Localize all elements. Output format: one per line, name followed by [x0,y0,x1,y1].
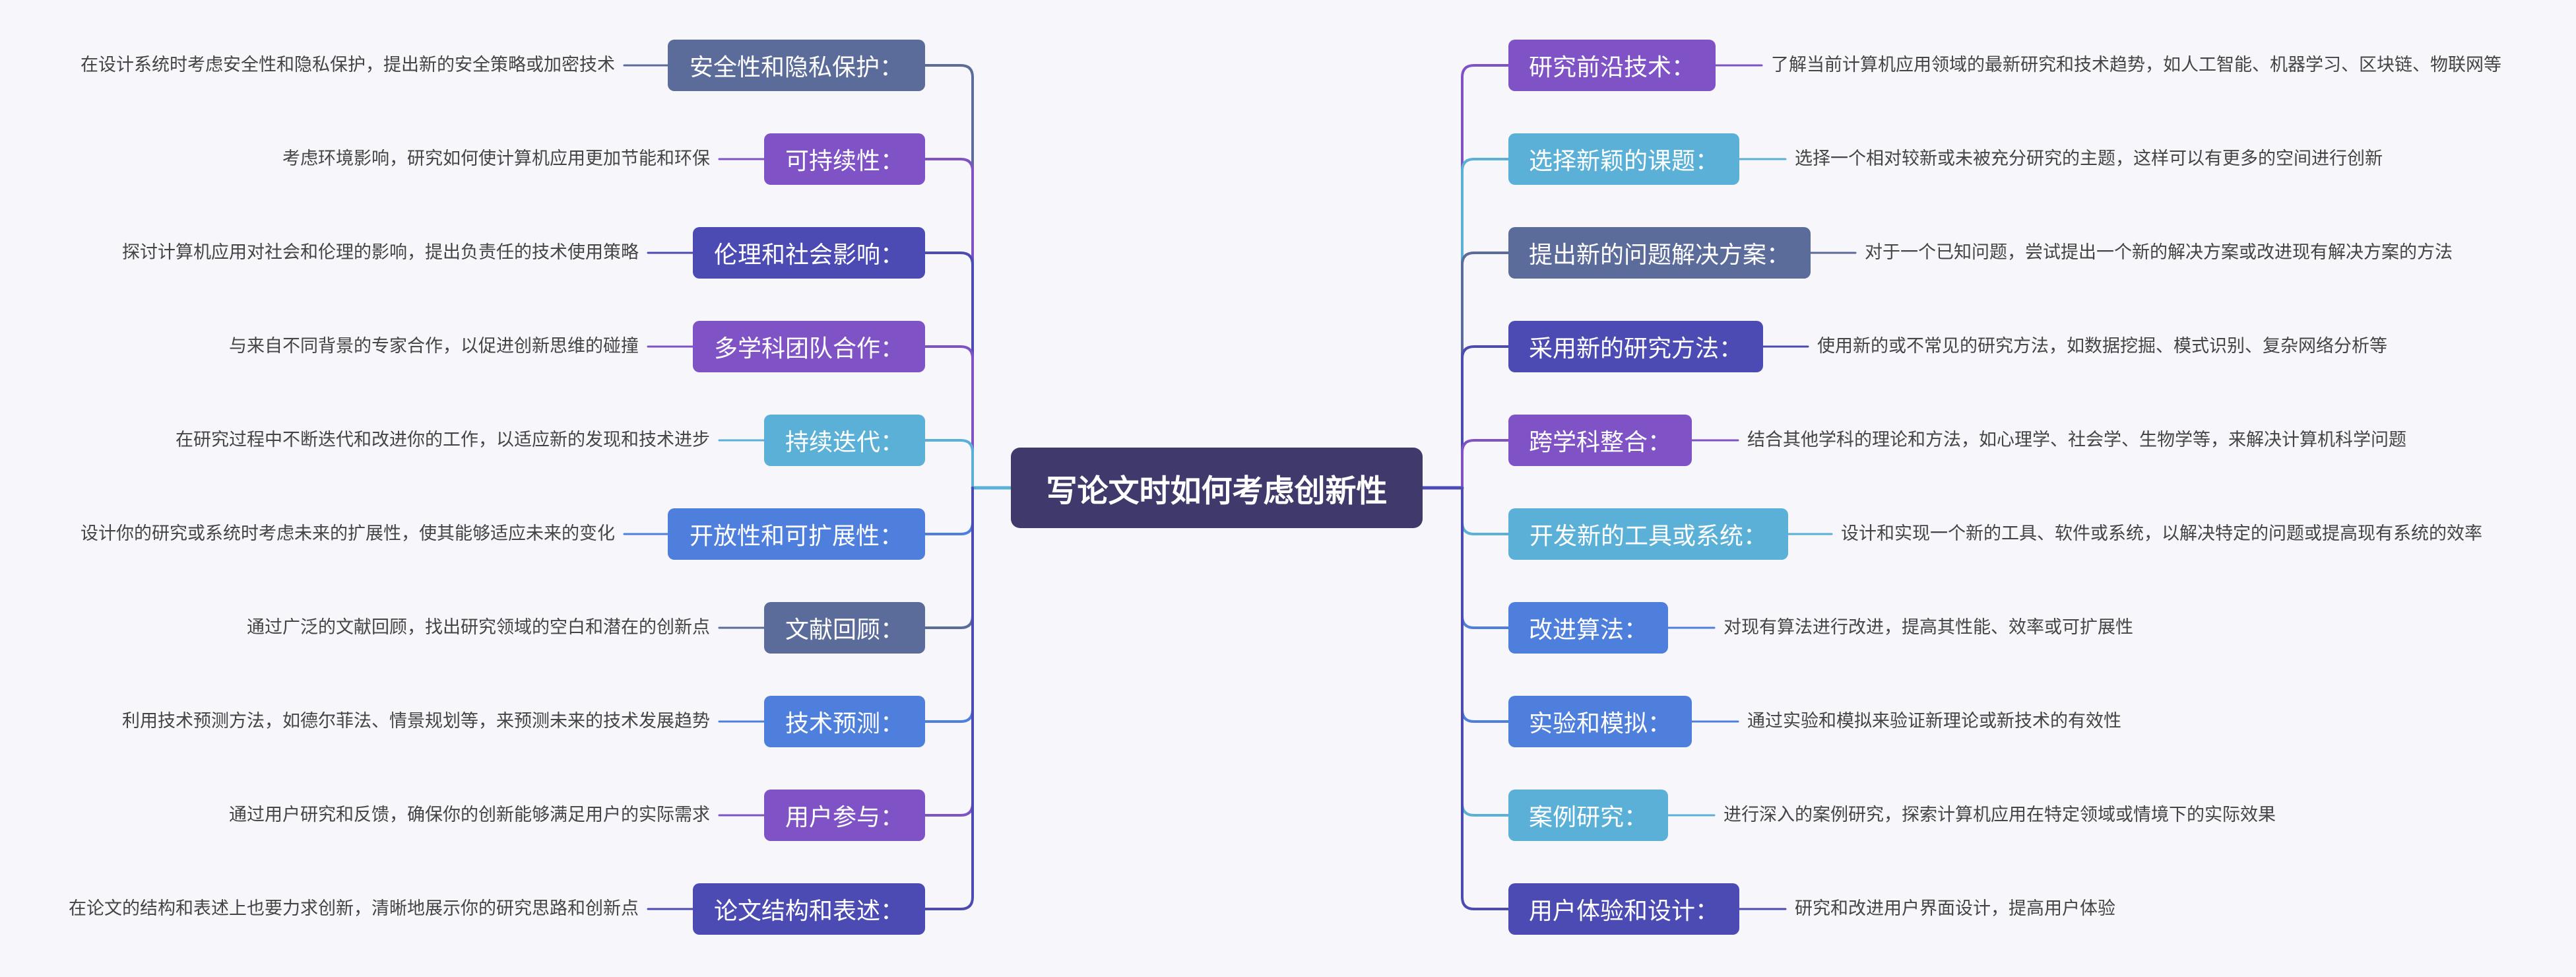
left-branch-desc-2: 考虑环境影响，研究如何使计算机应用更加节能和环保 [282,149,710,169]
left-branch-desc-3: 探讨计算机应用对社会和伦理的影响，提出负责任的技术使用策略 [122,242,639,263]
right-branch-node-8[interactable]: 实验和模拟： [1508,696,1692,747]
right-branch-node-6[interactable]: 开发新的工具或系统： [1508,508,1788,560]
left-branch-line-8 [924,487,974,723]
right-branch-line-1 [1461,64,1510,489]
left-branch-node-1[interactable]: 安全性和隐私保护： [668,40,925,91]
right-branch-line-3 [1461,252,1510,489]
left-branch-node-4[interactable]: 多学科团队合作： [693,321,925,372]
right-branch-line-6 [1461,487,1510,535]
right-branch-node-10[interactable]: 用户体验和设计： [1508,883,1739,935]
right-branch-line-4 [1461,345,1510,489]
right-branch-desc-6: 设计和实现一个新的工具、软件或系统，以解决特定的问题或提高现有系统的效率 [1841,523,2482,544]
left-branch-desc-8: 利用技术预测方法，如德尔菲法、情景规划等，来预测未来的技术发展趋势 [122,711,710,731]
right-branch-node-2[interactable]: 选择新颖的课题： [1508,133,1739,185]
right-branch-node-1[interactable]: 研究前沿技术： [1508,40,1716,91]
left-branch-desc-5: 在研究过程中不断迭代和改进你的工作，以适应新的发现和技术进步 [176,430,710,450]
right-branch-desc-4: 使用新的或不常见的研究方法，如数据挖掘、模式识别、复杂网络分析等 [1817,336,2387,356]
right-branch-line-2 [1461,158,1510,489]
right-branch-desc-10: 研究和改进用户界面设计，提高用户体验 [1795,898,2115,919]
left-branch-node-3[interactable]: 伦理和社会影响： [693,227,925,279]
left-branch-desc-10: 在论文的结构和表述上也要力求创新，清晰地展示你的研究思路和创新点 [69,898,639,919]
right-branch-node-3[interactable]: 提出新的问题解决方案： [1508,227,1811,279]
left-branch-node-2[interactable]: 可持续性： [764,133,925,185]
left-branch-line-5 [924,439,974,489]
left-branch-line-6 [924,487,974,535]
left-branch-node-6[interactable]: 开放性和可扩展性： [668,508,925,560]
right-branch-node-9[interactable]: 案例研究： [1508,790,1668,841]
left-branch-node-7[interactable]: 文献回顾： [764,602,925,654]
right-branch-desc-3: 对于一个已知问题，尝试提出一个新的解决方案或改进现有解决方案的方法 [1865,242,2453,263]
left-branch-line-10 [924,487,974,910]
left-branch-line-1 [924,64,974,489]
right-branch-desc-7: 对现有算法进行改进，提高其性能、效率或可扩展性 [1723,617,2133,638]
right-branch-node-7[interactable]: 改进算法： [1508,602,1668,654]
left-branch-line-4 [924,345,974,489]
right-branch-line-8 [1461,487,1510,723]
left-branch-line-9 [924,487,974,817]
right-branch-desc-9: 进行深入的案例研究，探索计算机应用在特定领域或情境下的实际效果 [1723,805,2276,825]
right-branch-line-9 [1461,487,1510,817]
left-branch-desc-7: 通过广泛的文献回顾，找出研究领域的空白和潜在的创新点 [247,617,710,638]
left-branch-node-8[interactable]: 技术预测： [764,696,925,747]
central-topic[interactable]: 写论文时如何考虑创新性 [1011,448,1423,528]
right-branch-desc-5: 结合其他学科的理论和方法，如心理学、社会学、生物学等，来解决计算机科学问题 [1747,430,2406,450]
right-branch-desc-2: 选择一个相对较新或未被充分研究的主题，这样可以有更多的空间进行创新 [1795,149,2383,169]
right-branch-desc-8: 通过实验和模拟来验证新理论或新技术的有效性 [1747,711,2121,731]
left-branch-line-2 [924,158,974,489]
right-branch-node-5[interactable]: 跨学科整合： [1508,415,1692,466]
left-branch-desc-9: 通过用户研究和反馈，确保你的创新能够满足用户的实际需求 [229,805,710,825]
left-branch-node-5[interactable]: 持续迭代： [764,415,925,466]
left-branch-line-3 [924,252,974,489]
left-branch-line-7 [924,487,974,629]
left-branch-node-9[interactable]: 用户参与： [764,790,925,841]
left-branch-node-10[interactable]: 论文结构和表述： [693,883,925,935]
right-branch-node-4[interactable]: 采用新的研究方法： [1508,321,1763,372]
left-branch-desc-1: 在设计系统时考虑安全性和隐私保护，提出新的安全策略或加密技术 [80,55,615,75]
right-branch-line-5 [1461,439,1510,489]
right-branch-desc-1: 了解当前计算机应用领域的最新研究和技术趋势，如人工智能、机器学习、区块链、物联网… [1771,55,2501,75]
right-branch-line-10 [1461,487,1510,910]
right-branch-line-7 [1461,487,1510,629]
left-branch-desc-6: 设计你的研究或系统时考虑未来的扩展性，使其能够适应未来的变化 [80,523,615,544]
left-branch-desc-4: 与来自不同背景的专家合作，以促进创新思维的碰撞 [229,336,639,356]
